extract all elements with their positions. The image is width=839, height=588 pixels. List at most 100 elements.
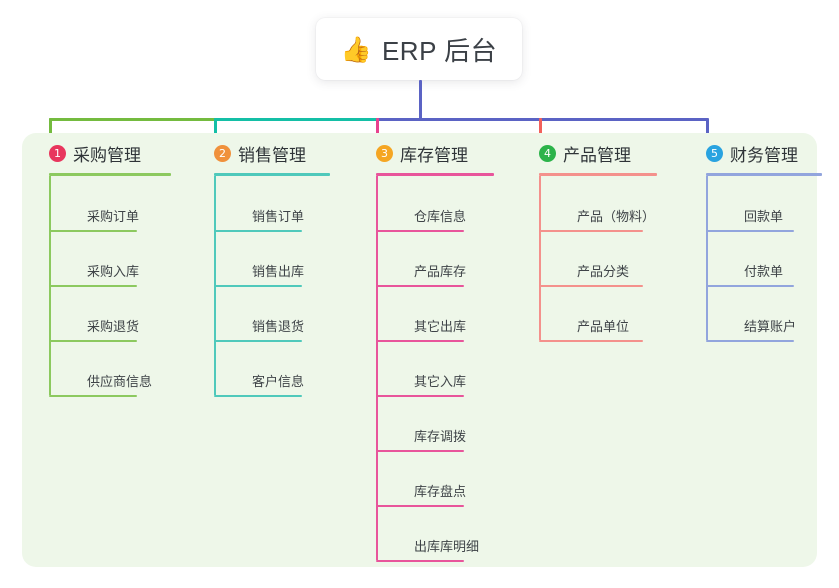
leaf-rule <box>376 230 464 232</box>
leaf-label: 供应商信息 <box>87 374 153 389</box>
column-header-3[interactable]: 3 库存管理 <box>362 140 468 166</box>
column-badge-2: 2 <box>214 144 231 162</box>
column-title-5: 财务管理 <box>730 145 798 165</box>
column-header-4[interactable]: 4 产品管理 <box>525 140 631 166</box>
connector-bar-segment-1 <box>49 118 216 121</box>
leaf-node[interactable]: 产品单位 <box>539 316 643 342</box>
leaf-rule <box>376 505 464 507</box>
leaf-label: 采购退货 <box>87 319 140 334</box>
leaf-rule <box>214 230 302 232</box>
connector-drop-5 <box>706 118 709 144</box>
column-header-rule-4 <box>539 173 657 176</box>
leaf-rule <box>539 340 643 342</box>
leaf-label: 库存盘点 <box>414 484 467 499</box>
leaf-label: 采购入库 <box>87 264 140 279</box>
leaf-node[interactable]: 采购退货 <box>49 316 139 342</box>
column-title-3: 库存管理 <box>400 145 468 165</box>
leaf-node[interactable]: 采购入库 <box>49 261 139 287</box>
leaf-label: 其它入库 <box>414 374 467 389</box>
leaf-node[interactable]: 销售出库 <box>214 261 304 287</box>
connector-drop-4 <box>539 118 542 144</box>
leaf-rule <box>539 285 643 287</box>
column-badge-5: 5 <box>706 144 723 162</box>
leaf-node[interactable]: 销售退货 <box>214 316 304 342</box>
column-badge-4: 4 <box>539 144 556 162</box>
leaf-node[interactable]: 付款单 <box>706 261 794 287</box>
leaf-node[interactable]: 客户信息 <box>214 371 304 397</box>
leaf-node[interactable]: 产品分类 <box>539 261 643 287</box>
leaf-node[interactable]: 供应商信息 <box>49 371 152 397</box>
leaf-rule <box>214 285 302 287</box>
column-spine-4 <box>539 176 541 340</box>
column-badge-1: 1 <box>49 144 66 162</box>
connector-bar-segment-2 <box>214 118 378 121</box>
root-title: ERP 后台 <box>381 35 498 66</box>
column-header-5[interactable]: 5 财务管理 <box>692 140 798 166</box>
leaf-node[interactable]: 销售订单 <box>214 206 304 232</box>
connector-drop-1 <box>49 118 52 144</box>
leaf-label: 销售退货 <box>252 319 305 334</box>
column-header-1[interactable]: 1 采购管理 <box>35 140 141 166</box>
leaf-node[interactable]: 采购订单 <box>49 206 139 232</box>
leaf-label: 销售出库 <box>252 264 305 279</box>
leaf-node[interactable]: 其它出库 <box>376 316 466 342</box>
leaf-rule <box>376 395 464 397</box>
leaf-rule <box>214 395 302 397</box>
leaf-rule <box>49 340 137 342</box>
column-header-rule-5 <box>706 173 822 176</box>
leaf-label: 销售订单 <box>252 209 305 224</box>
leaf-node[interactable]: 库存调拨 <box>376 426 466 452</box>
leaf-label: 结算账户 <box>744 319 797 334</box>
diagram-panel <box>22 133 817 567</box>
leaf-label: 产品单位 <box>577 319 630 334</box>
leaf-label: 出库库明细 <box>414 539 480 554</box>
column-1: 1 采购管理采购订单采购入库采购退货供应商信息 <box>35 140 171 397</box>
leaf-label: 采购订单 <box>87 209 140 224</box>
column-4: 4 产品管理产品（物料） 产品分类产品单位 <box>525 140 657 342</box>
leaf-node[interactable]: 其它入库 <box>376 371 466 397</box>
leaf-rule <box>706 230 794 232</box>
leaf-label: 产品分类 <box>577 264 630 279</box>
column-header-rule-3 <box>376 173 494 176</box>
leaf-node[interactable]: 库存盘点 <box>376 481 466 507</box>
leaf-label: 客户信息 <box>252 374 305 389</box>
leaf-label: 产品（物料） <box>577 209 656 224</box>
connector-drop-3 <box>376 118 379 144</box>
leaf-node[interactable]: 出库库明细 <box>376 536 479 562</box>
leaf-node[interactable]: 回款单 <box>706 206 794 232</box>
column-5: 5 财务管理回款单付款单结算账户 <box>692 140 822 342</box>
leaf-label: 仓库信息 <box>414 209 467 224</box>
column-title-4: 产品管理 <box>563 145 631 165</box>
connector-drop-2 <box>214 118 217 144</box>
column-3: 3 库存管理仓库信息产品库存其它出库其它入库库存调拨库存盘点出库库明细 <box>362 140 494 562</box>
leaf-label: 付款单 <box>744 264 784 279</box>
leaf-label: 库存调拨 <box>414 429 467 444</box>
leaf-node[interactable]: 仓库信息 <box>376 206 466 232</box>
leaf-label: 产品库存 <box>414 264 467 279</box>
leaf-rule <box>49 285 137 287</box>
connector-trunk <box>419 80 422 121</box>
column-title-1: 采购管理 <box>73 145 141 165</box>
leaf-rule <box>376 560 464 562</box>
leaf-rule <box>706 285 794 287</box>
leaf-rule <box>376 340 464 342</box>
leaf-label: 其它出库 <box>414 319 467 334</box>
column-spine-3 <box>376 176 378 560</box>
leaf-node[interactable]: 产品（物料） <box>539 206 655 232</box>
leaf-rule <box>49 395 137 397</box>
connector-bar-segment-3 <box>376 118 708 121</box>
leaf-node[interactable]: 结算账户 <box>706 316 796 342</box>
root-node[interactable]: 👍 ERP 后台 <box>316 18 522 80</box>
leaf-rule <box>214 340 302 342</box>
column-badge-3: 3 <box>376 144 393 162</box>
leaf-rule <box>539 230 643 232</box>
column-header-rule-2 <box>214 173 330 176</box>
thumbs-up-icon: 👍 <box>340 34 372 64</box>
column-spine-5 <box>706 176 708 340</box>
leaf-rule <box>49 230 137 232</box>
leaf-node[interactable]: 产品库存 <box>376 261 466 287</box>
leaf-rule <box>376 285 464 287</box>
leaf-rule <box>376 450 464 452</box>
leaf-label: 回款单 <box>744 209 784 224</box>
